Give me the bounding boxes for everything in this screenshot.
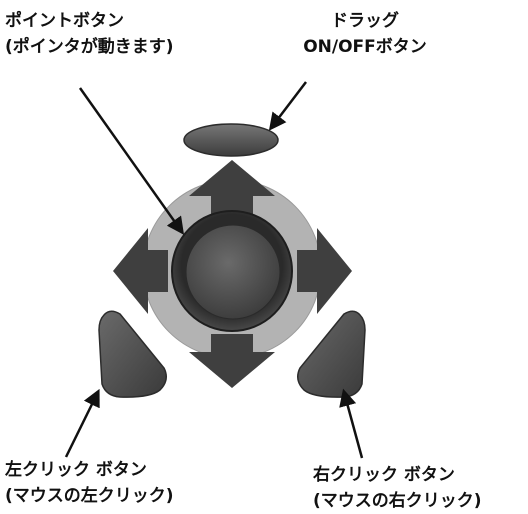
- pointer-line-point: [78, 87, 185, 235]
- right-click-label-line1: 右クリック ボタン: [313, 465, 455, 485]
- pointer-line-right: [339, 388, 364, 459]
- right-click-label-line2: (マウスの右クリック): [313, 491, 482, 511]
- arrow-left-icon[interactable]: [113, 228, 168, 314]
- left-click-label: 左クリック ボタン (マウスの左クリック): [5, 457, 174, 509]
- left-click-label-line1: 左クリック ボタン: [5, 460, 147, 480]
- point-button[interactable]: [185, 224, 281, 320]
- point-button-label-line2: (ポインタが動きます): [5, 37, 174, 57]
- drag-button[interactable]: [183, 123, 279, 157]
- left-click-label-line2: (マウスの左クリック): [5, 486, 174, 506]
- arrow-right-icon[interactable]: [297, 228, 352, 314]
- point-button-label: ポイントボタン (ポインタが動きます): [5, 8, 174, 60]
- left-click-button[interactable]: [98, 310, 167, 398]
- drag-button-label-line2: ON/OFFボタン: [303, 37, 427, 57]
- point-button-label-line1: ポイントボタン: [5, 11, 124, 31]
- drag-button-label: ドラッグ ON/OFFボタン: [290, 8, 440, 60]
- arrow-down-icon[interactable]: [189, 334, 275, 388]
- pointer-line-drag: [268, 81, 307, 131]
- right-click-button[interactable]: [297, 310, 366, 398]
- drag-button-label-line1: ドラッグ: [331, 11, 399, 31]
- right-click-label: 右クリック ボタン (マウスの右クリック): [313, 462, 482, 514]
- arrow-up-icon[interactable]: [189, 160, 275, 214]
- pointer-line-left: [64, 388, 100, 458]
